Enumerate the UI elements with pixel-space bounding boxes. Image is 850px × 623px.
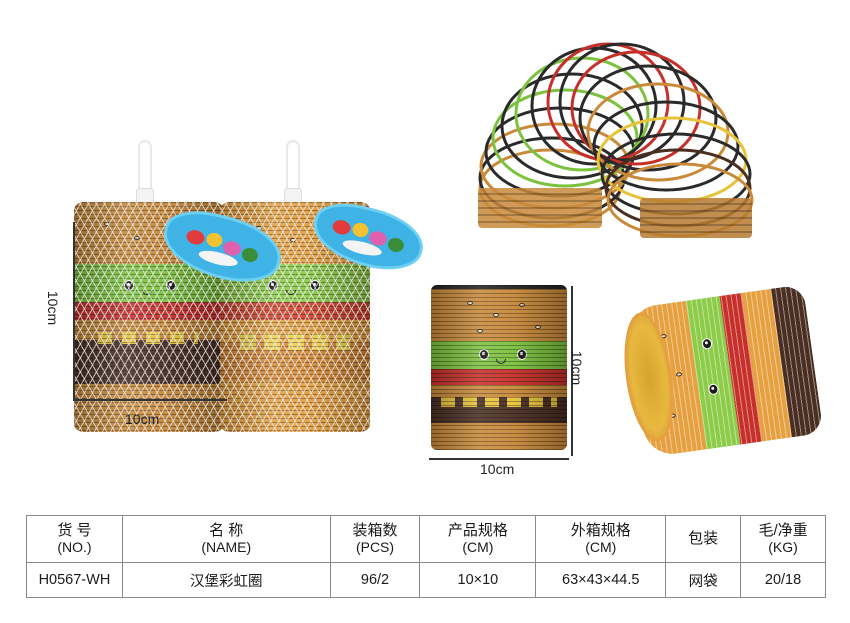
dimension-line-horizontal-left [73, 399, 227, 401]
arched-spring-photo [460, 38, 780, 248]
cell-product-size: 10×10 [419, 562, 537, 598]
cell-name: 汉堡彩虹圈 [121, 562, 331, 598]
hanger-loop-left [138, 140, 152, 190]
cell-pcs: 96/2 [329, 562, 421, 598]
cell-carton-size: 63×43×44.5 [535, 562, 667, 598]
dimension-line-vertical-middle [571, 286, 573, 456]
header-name: 名 称(NAME) [121, 515, 331, 563]
dimension-line-vertical-left [73, 222, 75, 400]
height-label-middle: 10cm [569, 350, 586, 386]
table-row: H0567-WH 汉堡彩虹圈 96/2 10×10 63×43×44.5 网袋 … [26, 562, 826, 598]
height-label-left: 10cm [45, 290, 62, 326]
dimension-line-horizontal-middle [429, 458, 569, 460]
burger-spring-upright [431, 285, 567, 450]
header-product-size: 产品规格(CM) [419, 515, 537, 563]
cell-weight: 20/18 [740, 562, 826, 598]
width-label-left: 10cm [125, 411, 160, 427]
header-no: 货 号(NO.) [26, 515, 123, 563]
header-pcs: 装箱数(PCS) [329, 515, 421, 563]
hanger-loop-right [286, 140, 300, 190]
table-header-row: 货 号(NO.) 名 称(NAME) 装箱数(PCS) 产品规格(CM) 外箱规… [26, 515, 826, 563]
header-carton-size: 外箱规格(CM) [535, 515, 667, 563]
header-packing: 包装 [665, 515, 742, 563]
packaged-pair-photo [60, 140, 430, 440]
product-spec-table: 货 号(NO.) 名 称(NAME) 装箱数(PCS) 产品规格(CM) 外箱规… [26, 515, 826, 598]
header-weight: 毛/净重(KG) [740, 515, 826, 563]
width-label-middle: 10cm [480, 461, 515, 477]
side-view-spring-photo [617, 284, 824, 458]
cell-packing: 网袋 [665, 562, 742, 598]
cell-no: H0567-WH [26, 562, 123, 598]
